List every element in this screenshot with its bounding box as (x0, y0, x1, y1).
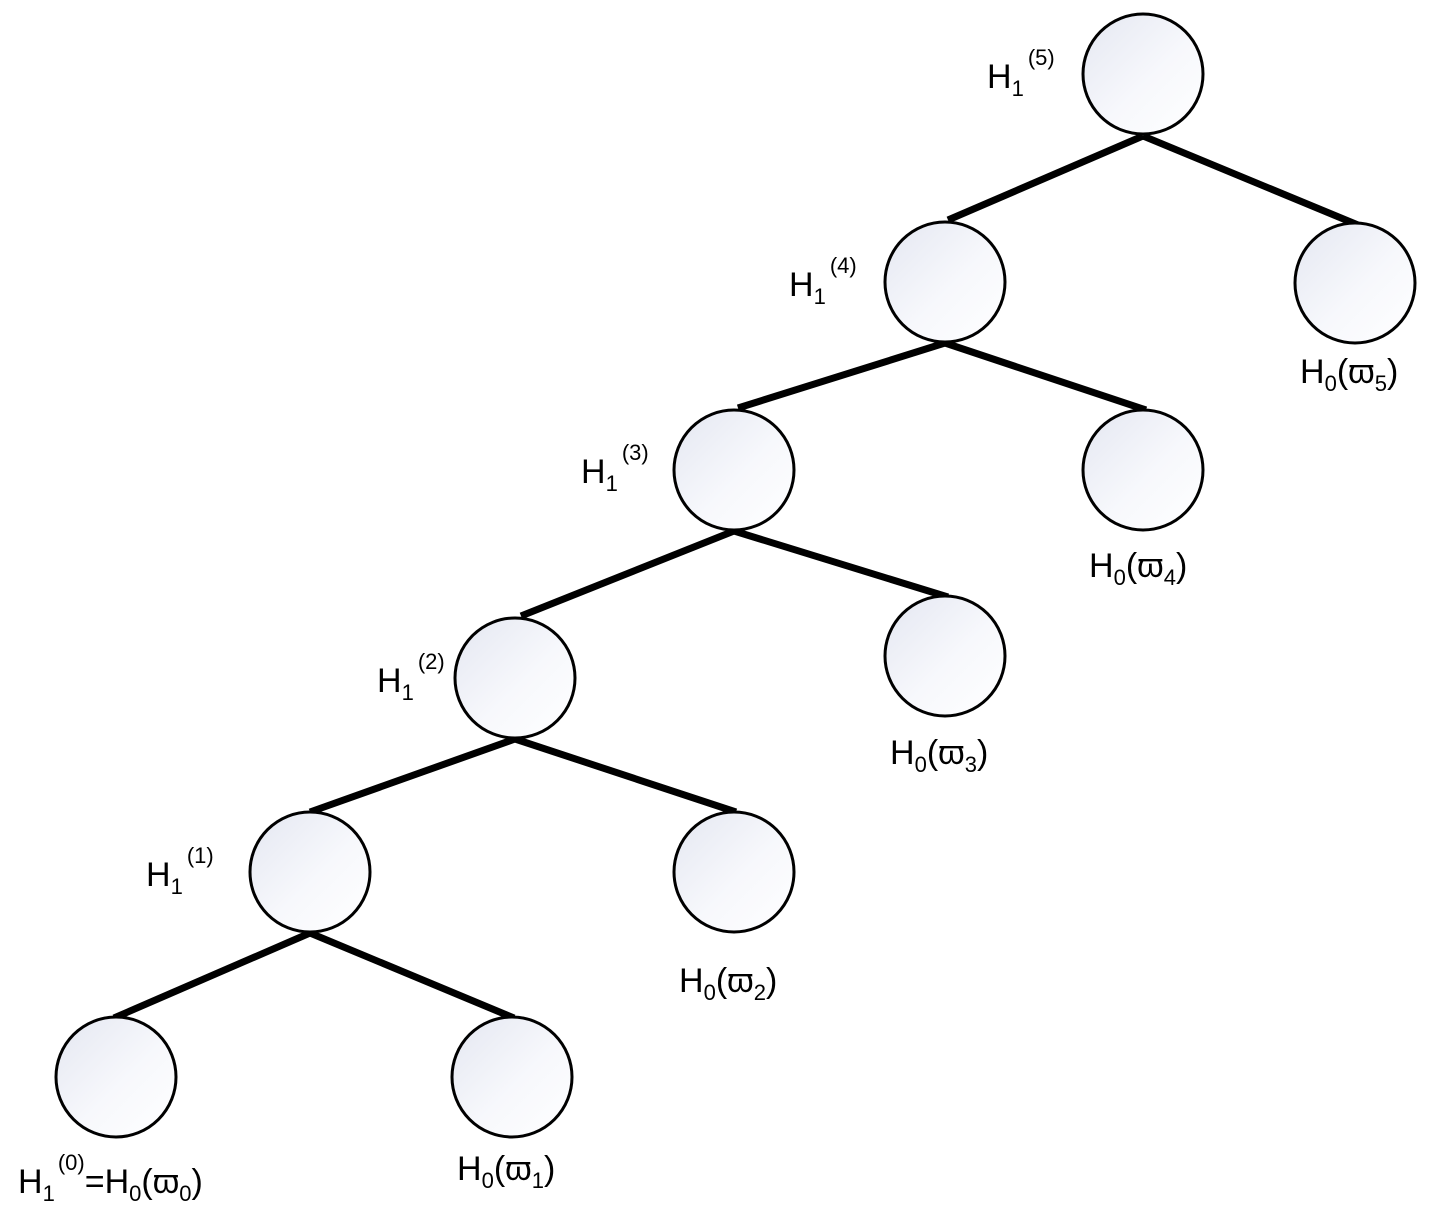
tree-nodes (54, 12, 1417, 1139)
edge-h5-h4 (946, 132, 1145, 224)
node-leaf-3 (883, 594, 1007, 718)
label-leaf-2: H0(ϖ2) (679, 962, 777, 1005)
label-leaf-3: H0(ϖ3) (890, 734, 988, 777)
edge-h3-leaf3 (732, 527, 950, 601)
label-h1-4: H1(4) (789, 253, 857, 309)
node-leaf-1 (450, 1015, 574, 1139)
label-leaf-4: H0(ϖ4) (1089, 547, 1187, 590)
label-leaf-1: H0(ϖ1) (457, 1150, 555, 1193)
node-leaf-4 (1081, 408, 1205, 532)
edge-h1-leaf1 (308, 929, 516, 1022)
label-h1-0: H1(0)=H0(ϖ0) (18, 1150, 203, 1206)
label-h1-1: H1(1) (146, 843, 214, 899)
label-h1-2: H1(2) (377, 649, 445, 705)
edge-h4-h3 (736, 339, 947, 412)
label-h1-5: H1(5) (987, 45, 1055, 101)
node-h1-5 (1081, 12, 1205, 136)
node-leaf-2 (672, 810, 796, 934)
edge-h1-h0 (112, 929, 312, 1022)
tree-edges (112, 132, 1360, 1022)
node-h1-2 (453, 616, 577, 740)
edge-h5-leaf5 (1141, 132, 1360, 229)
node-h1-0 (54, 1015, 178, 1139)
node-h1-4 (883, 220, 1007, 344)
internal-node-labels: H1(5) H1(4) H1(3) H1(2) H1(1) (146, 45, 1055, 899)
node-h1-1 (248, 810, 372, 934)
node-leaf-5 (1293, 221, 1417, 345)
edge-h2-h1 (308, 735, 517, 816)
edge-h2-leaf2 (513, 735, 738, 816)
edge-h3-h2 (519, 527, 736, 620)
edge-h4-leaf4 (943, 339, 1148, 414)
node-h1-3 (672, 408, 796, 532)
leaf-node-labels: H0(ϖ5) H0(ϖ4) H0(ϖ3) H0(ϖ2) H0(ϖ1) (457, 353, 1398, 1193)
label-leaf-5: H0(ϖ5) (1300, 353, 1398, 396)
label-h1-3: H1(3) (581, 440, 649, 496)
